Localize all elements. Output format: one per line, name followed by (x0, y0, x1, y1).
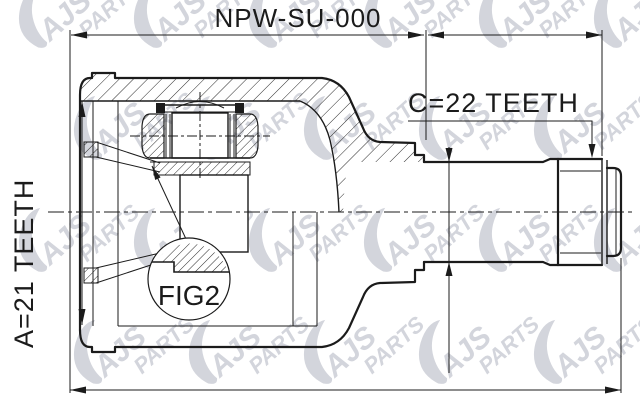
seal-section-top (83, 141, 99, 158)
watermark-swoosh-icon (133, 207, 163, 272)
watermark-swoosh-icon (133, 0, 163, 48)
watermark-swoosh-icon (478, 207, 508, 272)
watermark-swoosh-icon (533, 319, 563, 384)
detail-leader-arrowhead (152, 166, 161, 180)
housing-section (78, 71, 426, 354)
watermark-swoosh-icon (303, 319, 333, 384)
neck-bottom-edge (422, 260, 560, 267)
labels: NPW-SU-000 C=22 TEETH A=21 TEETH (9, 3, 579, 348)
watermark-swoosh-icon (418, 319, 448, 384)
watermark-swoosh-icon (248, 207, 278, 272)
housing-wall-hatch (80, 73, 424, 212)
watermark-swoosh-icon (478, 0, 508, 48)
neck-top-edge (422, 157, 560, 164)
spline-a-label: A=21 TEETH (9, 179, 39, 348)
detail-fig2-label: FIG2 (158, 280, 220, 311)
watermark-swoosh-icon (303, 95, 333, 160)
seal-section-bottom (83, 267, 99, 284)
detail-circle: FIG2 (147, 165, 231, 321)
housing-outline-top (78, 71, 426, 332)
housing-inner-curve (299, 100, 340, 213)
cage-clip-right (235, 103, 244, 113)
watermark-swoosh-icon (18, 207, 48, 272)
watermark-swoosh-icon (363, 207, 393, 272)
watermark-swoosh-icon (593, 0, 623, 48)
cage-clip-left (156, 103, 165, 113)
cone-line-1 (95, 141, 161, 164)
spline-c-label: C=22 TEETH (408, 88, 579, 118)
spline-washer-section (153, 161, 251, 176)
housing-outline-bottom (78, 260, 426, 354)
cone-line-3 (95, 261, 161, 284)
centerlines (48, 92, 636, 213)
watermark-swoosh-icon (188, 319, 218, 384)
watermark-swoosh-icon (363, 0, 393, 48)
c-label-leader (408, 120, 593, 148)
detail-step-outline (152, 261, 229, 273)
cone-line-4 (95, 252, 161, 269)
part-number-title: NPW-SU-000 (214, 3, 381, 33)
watermark-swoosh-icon (533, 95, 563, 160)
watermark-swoosh-icon (18, 0, 48, 48)
watermark-swoosh-icon (248, 0, 278, 48)
cone-line-2 (95, 156, 161, 173)
watermark-swoosh-icon (593, 207, 623, 272)
